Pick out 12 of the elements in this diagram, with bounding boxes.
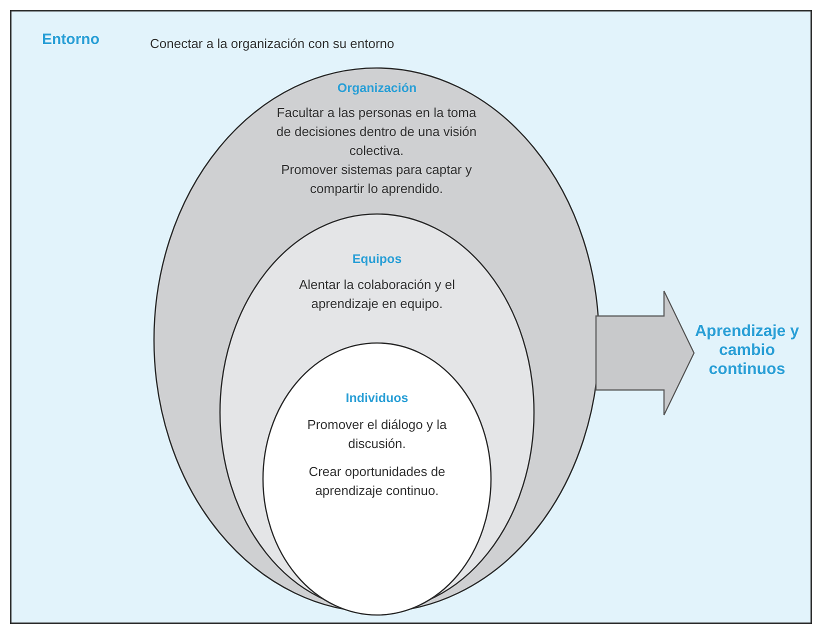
- ellipse-heading: Equipos: [351, 251, 403, 268]
- ellipse-heading: Individuos: [344, 390, 410, 407]
- ellipse-text: Promover el diálogo y la discusión.: [307, 416, 447, 453]
- outcome-text: Aprendizaje y cambio continuos: [694, 322, 800, 379]
- panel-heading: Entorno: [42, 30, 100, 49]
- panel-text: Conectar a la organización con su entorno: [150, 35, 396, 53]
- ellipse-text: Alentar la colaboración y el aprendizaje en equipo.: [298, 276, 456, 313]
- block-arrow: [595, 290, 695, 416]
- ellipse-text: Crear oportunidades de aprendizaje continuo.: [308, 463, 446, 500]
- ellipse-heading: Organización: [336, 80, 418, 97]
- ellipse-text: Promover sistemas para captar y compartir lo aprendido.: [280, 161, 473, 198]
- ellipse-text: Facultar a las personas en la toma de decisiones dentro de una visión colectiva.: [275, 104, 478, 160]
